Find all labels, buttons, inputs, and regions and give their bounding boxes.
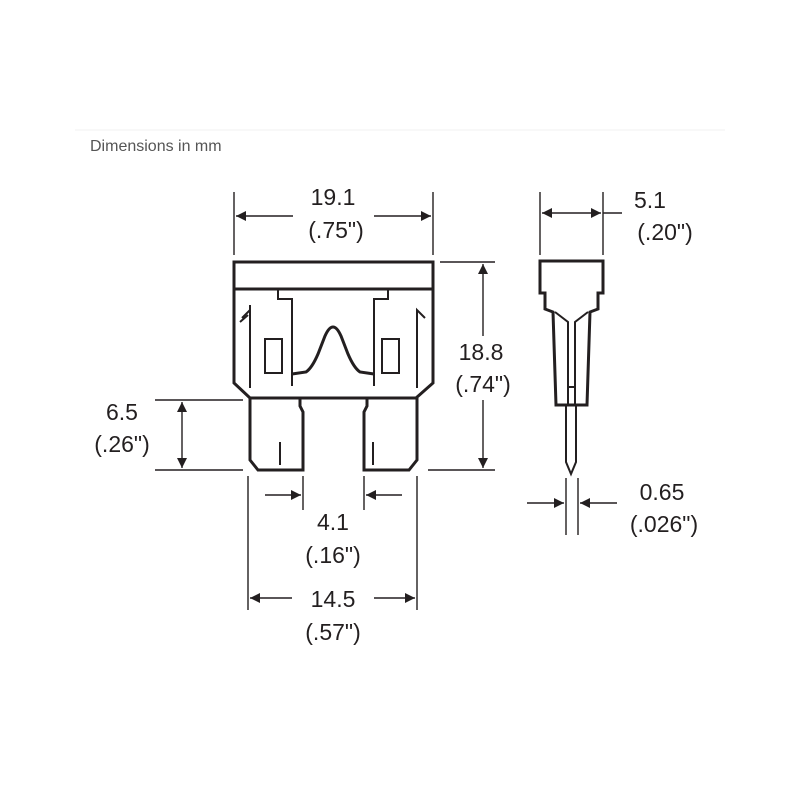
fuse-element [291,325,375,376]
dim-blade-width: 4.1 (.16") [265,476,402,568]
dim-blade-thickness-in: (.026") [630,511,698,537]
dim-thickness-in: (.20") [637,219,692,245]
dim-thickness: 5.1 (.20") [539,187,693,255]
dim-blade-thickness-mm: 0.65 [640,479,685,505]
dim-height-mm: 18.8 [459,339,504,365]
dim-width-mm: 19.1 [311,184,356,210]
dim-blade-spacing-mm: 14.5 [311,586,356,612]
dim-width-in: (.75") [308,217,363,243]
dim-blade-spacing-in: (.57") [305,619,360,645]
dim-blade-length: 6.5 (.26") [94,399,243,471]
dim-width: 19.1 (.75") [233,184,434,255]
dim-blade-length-mm: 6.5 [106,399,138,425]
dim-blade-width-mm: 4.1 [317,509,349,535]
dim-thickness-mm: 5.1 [634,187,666,213]
fuse-front-view [232,260,435,472]
caption: Dimensions in mm [90,138,222,155]
dim-height-in: (.74") [455,371,510,397]
dim-blade-thickness: 0.65 (.026") [527,478,698,537]
dim-blade-width-in: (.16") [305,542,360,568]
dim-blade-length-in: (.26") [94,431,149,457]
dim-height: 18.8 (.74") [428,261,511,471]
dim-blade-spacing: 14.5 (.57") [247,476,418,645]
fuse-side-view [538,259,605,477]
